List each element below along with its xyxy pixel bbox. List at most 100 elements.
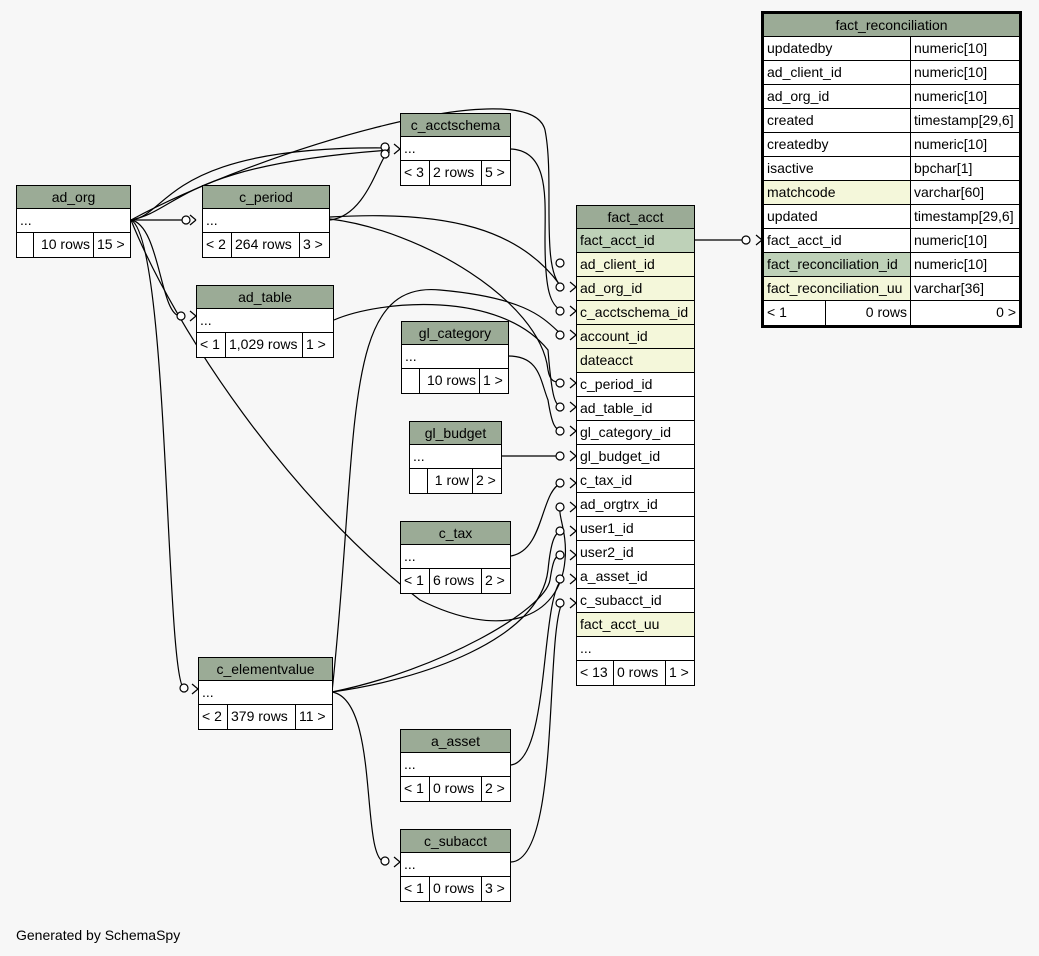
crowfoot [569, 477, 577, 489]
parents-count[interactable] [410, 469, 428, 493]
crowfoot [189, 214, 197, 226]
column-type: numeric[10] [914, 256, 988, 272]
parents-count[interactable] [17, 233, 34, 257]
children-count[interactable]: 3 > [303, 236, 323, 252]
table-a_asset[interactable]: a_asset ... < 1 0 rows 2 > [400, 729, 511, 802]
column-name: fact_acct_id [580, 232, 655, 248]
edge-end-circle [555, 378, 565, 388]
children-count[interactable]: 1 > [669, 664, 689, 680]
children-count[interactable]: 2 > [485, 780, 505, 796]
parents-count[interactable] [402, 369, 420, 393]
table-c_tax[interactable]: c_tax ... < 1 6 rows 2 > [400, 521, 511, 594]
edge-end-circle [555, 258, 565, 268]
crowfoot [569, 597, 577, 609]
columns-ellipsis: ... [401, 853, 510, 877]
column-name: ad_table_id [580, 400, 653, 416]
table-c_period[interactable]: c_period ... < 2 264 rows 3 > [202, 185, 330, 258]
column-type: numeric[10] [914, 64, 988, 80]
table-ad_table[interactable]: ad_table ... < 1 1,029 rows 1 > [196, 285, 334, 358]
table-c_elementvalue[interactable]: c_elementvalue ... < 2 379 rows 11 > [198, 657, 333, 730]
parents-count[interactable]: < 1 [401, 877, 430, 901]
edge-c_period-fact-3 [329, 218, 563, 384]
edge-c_elementvalue-account [331, 288, 563, 693]
children-count[interactable]: 11 > [299, 708, 326, 724]
crowfoot [569, 525, 577, 537]
children-count[interactable]: 1 > [306, 336, 326, 352]
table-header[interactable]: c_tax [401, 522, 510, 545]
column-name: updated [764, 205, 911, 228]
parents-count[interactable]: < 1 [764, 301, 826, 325]
table-c_acctschema[interactable]: c_acctschema ... < 3 2 rows 5 > [400, 113, 511, 186]
edge-gl_category-fact [507, 355, 563, 432]
column-row: ad_orgtrx_id [577, 493, 694, 517]
parents-count[interactable]: < 1 [401, 569, 430, 593]
table-footer: < 2 379 rows 11 > [199, 705, 332, 729]
children-count[interactable]: 2 > [485, 572, 505, 588]
column-name: c_period_id [580, 376, 653, 392]
table-header[interactable]: c_subacct [401, 830, 510, 853]
table-gl_category[interactable]: gl_category ... 10 rows 1 > [401, 321, 509, 394]
row-count: 0 rows [826, 301, 911, 325]
edge-end-circle [555, 550, 565, 560]
columns-ellipsis: ... [402, 345, 508, 369]
table-header[interactable]: ad_org [17, 186, 130, 209]
children-count[interactable]: 15 > [97, 236, 125, 252]
table-header[interactable]: gl_budget [410, 422, 501, 445]
crowfoot [393, 856, 401, 868]
edge-end-circle [555, 526, 565, 536]
table-header[interactable]: c_period [203, 186, 329, 209]
crowfoot [569, 549, 577, 561]
parents-count[interactable]: < 2 [199, 705, 228, 729]
column-type: varchar[60] [914, 184, 985, 200]
row-count: 1 row [428, 469, 473, 493]
column-type: timestamp[29,6] [914, 112, 1014, 128]
parents-count[interactable]: < 1 [401, 777, 430, 801]
table-header[interactable]: gl_category [402, 322, 508, 345]
children-count[interactable]: 0 > [996, 304, 1016, 320]
column-row: dateacct [577, 349, 694, 373]
table-footer: < 2 264 rows 3 > [203, 233, 329, 257]
crowfoot [569, 377, 577, 389]
edge-end-circle [555, 478, 565, 488]
column-type: numeric[10] [914, 232, 988, 248]
column-row: gl_category_id [577, 421, 694, 445]
parents-count[interactable]: < 1 [197, 333, 226, 357]
parents-count[interactable]: < 13 [577, 661, 614, 685]
table-fact_acct[interactable]: fact_acct fact_acct_id ad_client_id ad_o… [576, 205, 695, 686]
table-header[interactable]: a_asset [401, 730, 510, 753]
column-name: fact_reconciliation_id [764, 253, 911, 276]
children-count[interactable]: 1 > [483, 372, 503, 388]
table-header[interactable]: fact_reconciliation [764, 14, 1019, 37]
column-name: c_tax_id [580, 472, 633, 488]
table-header[interactable]: fact_acct [577, 206, 694, 229]
parents-count[interactable]: < 2 [203, 233, 232, 257]
table-header[interactable]: ad_table [197, 286, 333, 309]
children-count[interactable]: 5 > [485, 164, 505, 180]
table-ad_org[interactable]: ad_org ... 10 rows 15 > [16, 185, 131, 258]
column-type: numeric[10] [914, 40, 988, 56]
edge-end-circle [380, 149, 390, 159]
table-header[interactable]: c_elementvalue [199, 658, 332, 681]
column-name: ad_orgtrx_id [580, 496, 658, 512]
table-footer: 1 row 2 > [410, 469, 501, 493]
column-type: timestamp[29,6] [914, 208, 1014, 224]
children-count[interactable]: 3 > [485, 880, 505, 896]
table-c_subacct[interactable]: c_subacct ... < 1 0 rows 3 > [400, 829, 511, 902]
column-name: ad_client_id [764, 61, 911, 84]
table-gl_budget[interactable]: gl_budget ... 1 row 2 > [409, 421, 502, 494]
table-footer: < 1 0 rows 2 > [401, 777, 510, 801]
table-header[interactable]: c_acctschema [401, 114, 510, 137]
column-name: updatedby [764, 37, 911, 60]
column-name: dateacct [580, 352, 633, 368]
children-count[interactable]: 2 > [476, 472, 496, 488]
column-name: account_id [580, 328, 648, 344]
table-footer: < 1 0 rows 3 > [401, 877, 510, 901]
edge-end-circle [176, 311, 186, 321]
parents-count[interactable]: < 3 [401, 161, 430, 185]
